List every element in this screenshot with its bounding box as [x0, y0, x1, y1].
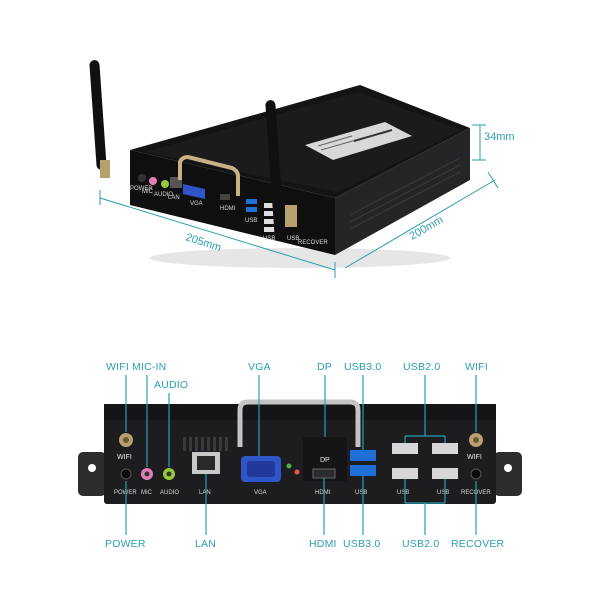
wifi-connector-left	[119, 433, 133, 447]
callout-usb2-bottom: USB2.0	[402, 538, 439, 550]
panel-label-vga: VGA	[254, 490, 267, 496]
handle	[178, 154, 240, 196]
dim-depth: 200mm	[408, 214, 446, 243]
usb3-port-lower	[350, 465, 376, 476]
callout-usb3-top: USB3.0	[344, 361, 381, 373]
callout-dp: DP	[317, 361, 332, 373]
callout-wifi-right: WIFI	[465, 361, 488, 373]
panel-label-usb-a: USB	[355, 490, 367, 496]
hdmi-port	[312, 468, 336, 479]
callout-audio: AUDIO	[154, 379, 188, 391]
iso-label-recover: RECOVER	[298, 240, 328, 246]
callout-vga: VGA	[248, 361, 271, 373]
iso-label-audio: AUDIO	[154, 192, 173, 198]
usb3-port-upper	[350, 450, 376, 461]
panel-label-dp: DP	[320, 457, 330, 464]
iso-ports	[138, 174, 275, 232]
callout-mic-in: MIC-IN	[132, 361, 166, 373]
iso-label-hdmi: HDMI	[220, 206, 236, 212]
callout-power: POWER	[105, 538, 146, 550]
iso-label-usb2: USB	[263, 236, 275, 242]
dimension-lines	[99, 124, 499, 278]
panel-label-hdmi: HDMI	[315, 490, 331, 496]
panel-label-wifi-right: WIFI	[467, 454, 482, 461]
front-handle	[237, 399, 361, 447]
callout-lan: LAN	[195, 538, 216, 550]
iso-label-mic: MIC	[142, 189, 154, 195]
usb2-port-4	[432, 468, 458, 479]
antenna-right	[265, 100, 297, 240]
panel-label-mic: MIC	[141, 490, 153, 496]
panel-label-audio: AUDIO	[160, 490, 179, 496]
callout-hdmi: HDMI	[309, 538, 337, 550]
usb2-port-2	[392, 468, 418, 479]
iso-label-usb1: USB	[245, 218, 257, 224]
isometric-device: POWER MIC AUDIO LAN VGA HDMI USB USB USB…	[89, 60, 470, 268]
panel-label-usb-c: USB	[437, 490, 449, 496]
iso-label-vga: VGA	[190, 201, 203, 207]
power-port	[120, 468, 132, 480]
panel-label-lan: LAN	[199, 490, 211, 496]
callout-usb2-top: USB2.0	[403, 361, 440, 373]
callout-lines	[125, 375, 477, 535]
product-sticker	[305, 122, 412, 160]
callout-recover: RECOVER	[451, 538, 505, 550]
iso-label-power: POWER	[130, 186, 153, 192]
iso-label-usb3: USB	[287, 236, 299, 242]
antenna-left	[89, 60, 110, 178]
panel-label-usb-b: USB	[397, 490, 409, 496]
callout-wifi-left: WIFI	[106, 361, 129, 373]
usb2-port-1	[392, 443, 418, 454]
recover-button	[470, 468, 482, 480]
callout-usb3-bottom: USB3.0	[343, 538, 380, 550]
front-panel: DP WIFI WIFI	[78, 399, 522, 504]
wifi-connector-right	[469, 433, 483, 447]
panel-label-wifi-left: WIFI	[117, 454, 132, 461]
usb2-port-3	[432, 443, 458, 454]
iso-label-lan: LAN	[168, 195, 180, 201]
dim-height: 34mm	[484, 131, 515, 143]
